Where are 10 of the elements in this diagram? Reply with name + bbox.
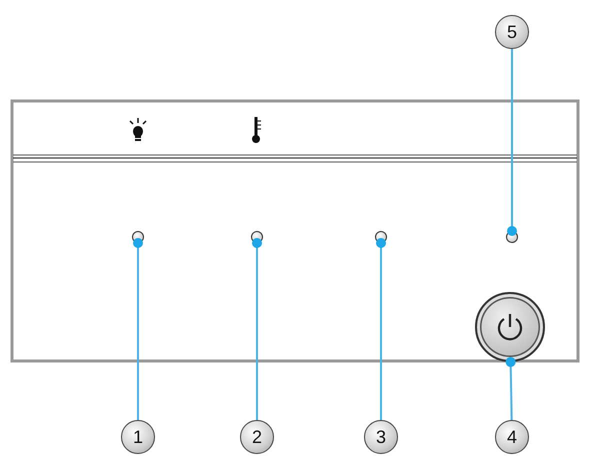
callout-number: 5 <box>495 15 529 49</box>
callout-number: 3 <box>364 420 398 454</box>
leader-line <box>507 49 517 236</box>
leader-line <box>133 238 143 420</box>
leader-line <box>252 238 262 420</box>
callout-number: 2 <box>240 420 274 454</box>
leader-line <box>506 357 516 420</box>
callout-number: 1 <box>121 420 155 454</box>
callout-number: 4 <box>495 420 529 454</box>
leader-line <box>376 238 386 420</box>
